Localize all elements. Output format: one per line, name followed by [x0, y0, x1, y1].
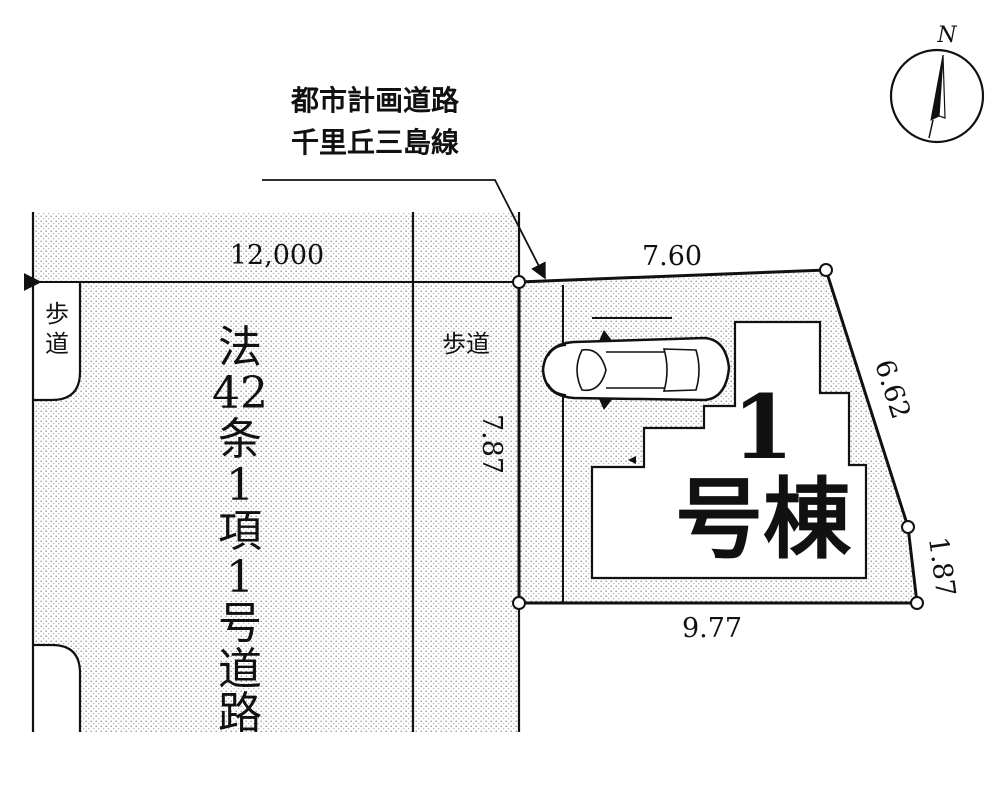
lot-dimension-top: 7.60 — [642, 241, 702, 272]
road-designation-char: 項 — [218, 506, 262, 557]
north-arrow-icon — [889, 48, 985, 144]
road-width-label: 12,000 — [230, 240, 324, 271]
building-footprint — [590, 320, 868, 580]
road-name-line2: 千里丘三島線 — [291, 126, 459, 159]
road-designation-char: 路 — [218, 688, 262, 739]
entrance-marker — [628, 456, 636, 464]
lot-boundary — [517, 268, 919, 605]
lot-dimension-diagonal: 6.62 — [868, 356, 916, 423]
north-label: N — [936, 23, 957, 48]
left-sidewalk-label-char: 道 — [45, 330, 69, 358]
road-name-leader — [262, 179, 546, 280]
road-designation: 法 42 条 1 項 1 号 道 路 — [212, 322, 268, 739]
road-name-line1: 都市計画道路 — [290, 84, 460, 117]
road-designation-char: 法 — [218, 322, 262, 373]
lot-dimension-bottom: 9.77 — [682, 613, 742, 644]
left-sidewalk-label-char: 歩 — [45, 300, 69, 328]
car-icon — [541, 330, 731, 410]
lot-corner-markers — [512, 263, 924, 610]
road-designation-char: 42 — [212, 368, 268, 419]
lot-dimension-left: 7.87 — [476, 414, 507, 474]
left-sidewalk-upper-corner — [33, 282, 80, 400]
building-name: 号棟 — [675, 467, 852, 571]
building-number: 1 — [732, 375, 793, 479]
road-designation-char: 1 — [226, 552, 254, 603]
right-sidewalk-label: 歩道 — [442, 330, 490, 358]
road-area — [33, 212, 519, 732]
left-sidewalk-lower-corner — [33, 645, 80, 732]
lot-dimension-short: 1.87 — [922, 535, 961, 599]
road-designation-char: 条 — [218, 414, 262, 465]
road-designation-char: 号 — [218, 598, 262, 649]
road-designation-char: 道 — [218, 644, 262, 695]
road-designation-char: 1 — [226, 460, 254, 511]
